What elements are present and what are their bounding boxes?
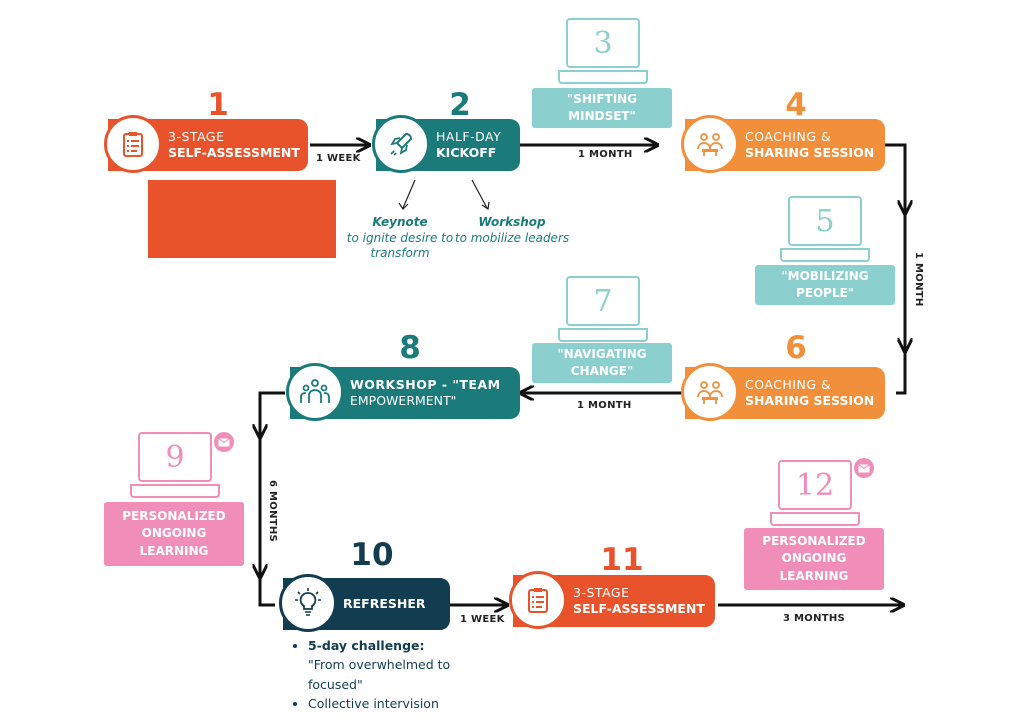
lightbulb-icon xyxy=(279,574,337,632)
step-4-coaching-session: COACHING &SHARING SESSION xyxy=(681,115,885,173)
kickoff-pointer-left xyxy=(402,179,416,209)
list-item: 5-day challenge:"From overwhelmed to foc… xyxy=(308,636,478,694)
module-7-title: "NAVIGATING CHANGE" xyxy=(532,343,672,383)
step-2-label-line1: HALF-DAY xyxy=(436,128,502,144)
arrow-4-6 xyxy=(885,143,907,395)
step-8-label-line1: WORKSHOP - "TEAM xyxy=(350,376,501,392)
step-2-number: 2 xyxy=(449,87,471,123)
step-11-number: 11 xyxy=(600,542,644,578)
list-item: Collective intervision xyxy=(308,694,478,713)
arrow-8-10 xyxy=(258,391,285,607)
clipboard-icon xyxy=(509,571,567,629)
duration-6-8: 1 MONTH xyxy=(577,400,632,411)
step-6-coaching-session: COACHING &SHARING SESSION xyxy=(681,363,885,421)
laptop-icon: 7 xyxy=(558,276,648,346)
step-4-number: 4 xyxy=(785,87,807,123)
step-11-label-line2: SELF-ASSESSMENT xyxy=(573,601,705,616)
duration-10-11: 1 WEEK xyxy=(460,614,505,625)
duration-4-6: 1 MONTH xyxy=(913,252,924,307)
team-icon xyxy=(286,363,344,421)
laptop-icon: 5 xyxy=(780,196,870,266)
module-5-number: 5 xyxy=(788,196,862,246)
step-8-number: 8 xyxy=(399,330,421,366)
laptop-icon: 3 xyxy=(558,18,648,88)
laptop-icon: 9 xyxy=(130,432,220,502)
step-6-number: 6 xyxy=(785,330,807,366)
step-1-number: 1 xyxy=(207,87,229,123)
module-3-number: 3 xyxy=(566,18,640,68)
list-item: Adaptability Test xyxy=(166,199,336,218)
step-11-label-line1: 3-STAGE xyxy=(573,584,630,600)
duration-11-end: 3 MONTHS xyxy=(783,613,846,624)
list-item: Personality Test xyxy=(166,180,336,199)
mail-icon xyxy=(854,458,874,478)
duration-8-10: 6 MONTHS xyxy=(267,480,278,543)
step-6-label-line1: COACHING & xyxy=(745,376,832,392)
step-4-label-line1: COACHING & xyxy=(745,128,832,144)
kickoff-pointer-right xyxy=(471,179,488,209)
step-10-number: 10 xyxy=(350,537,394,573)
step-10-refresher: REFRESHER xyxy=(279,574,450,632)
mail-icon xyxy=(214,432,234,452)
step-2-label-line2: KICKOFF xyxy=(436,145,497,160)
step-8-label-line2: EMPOWERMENT" xyxy=(350,393,457,408)
assessment-list: Personality Test Adaptability Test Team … xyxy=(148,180,336,258)
module-7-number: 7 xyxy=(566,276,640,326)
module-5-title: "MOBILIZING PEOPLE" xyxy=(755,265,895,305)
step-6-label-line2: SHARING SESSION xyxy=(745,393,875,408)
module-3-title: "SHIFTING MINDSET" xyxy=(532,88,672,128)
rocket-icon xyxy=(372,115,430,173)
module-12-title: PERSONALIZED ONGOING LEARNING xyxy=(744,528,884,590)
step-1-label-line2: SELF-ASSESSMENT xyxy=(168,145,300,160)
duration-2-4: 1 MONTH xyxy=(578,149,633,160)
step-1-label-line1: 3-STAGE xyxy=(168,128,225,144)
duration-1-2: 1 WEEK xyxy=(316,153,361,164)
module-9-title: PERSONALIZED ONGOING LEARNING xyxy=(104,502,244,566)
module-9-number: 9 xyxy=(138,432,212,482)
module-12-number: 12 xyxy=(778,460,852,510)
step-10-label: REFRESHER xyxy=(343,595,426,611)
step-4-label-line2: SHARING SESSION xyxy=(745,145,875,160)
list-item: Team Empowerment Assessment xyxy=(166,219,336,258)
refresher-list: 5-day challenge:"From overwhelmed to foc… xyxy=(290,636,478,714)
clipboard-icon xyxy=(104,115,162,173)
meeting-icon xyxy=(681,363,739,421)
meeting-icon xyxy=(681,115,739,173)
laptop-icon: 12 xyxy=(770,460,860,530)
